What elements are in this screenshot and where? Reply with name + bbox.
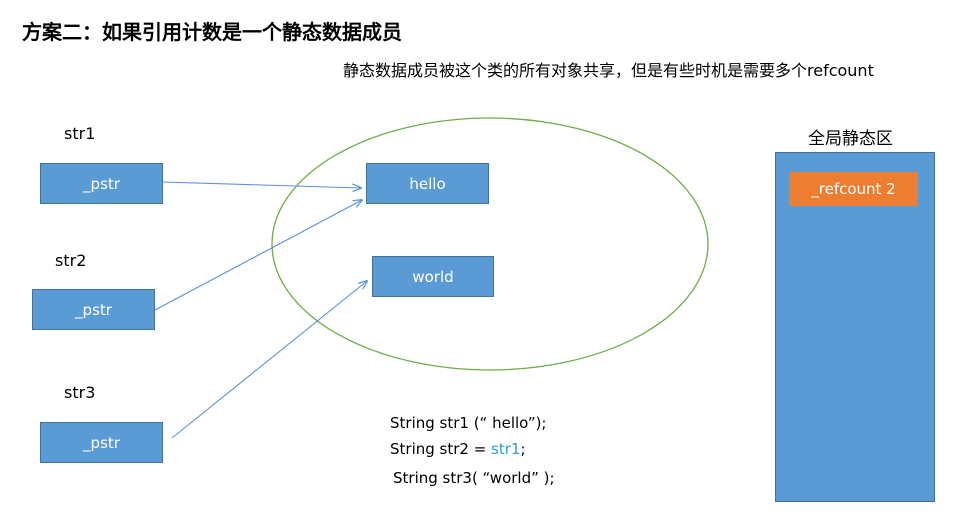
- str2-pstr-box: _pstr: [32, 289, 155, 330]
- hello-string-label: hello: [409, 174, 446, 193]
- static-region: [775, 152, 935, 502]
- world-string-box: world: [372, 256, 494, 297]
- hello-string-box: hello: [366, 163, 489, 204]
- arrow-str2-hello: [154, 200, 362, 311]
- description-text: 静态数据成员被这个类的所有对象共享，但是有些时机是需要多个refcount: [343, 61, 874, 80]
- static-region-title: 全局静态区: [808, 129, 893, 149]
- code-line-2-ref: str1: [491, 440, 521, 458]
- string-pool-ellipse: [271, 117, 709, 371]
- code-line-2-suffix: ;: [520, 440, 526, 458]
- code-line-1: String str1 (“ hello”);: [390, 414, 547, 432]
- str3-pstr-box: _pstr: [40, 422, 163, 463]
- arrow-str3-world: [171, 281, 367, 439]
- arrow-str1-hello: [162, 181, 361, 188]
- str2-label: str2: [55, 251, 87, 270]
- str3-pstr-label: _pstr: [83, 433, 120, 452]
- page-title: 方案二：如果引用计数是一个静态数据成员: [22, 20, 402, 44]
- code-line-3: String str3( “world” );: [393, 469, 555, 487]
- code-line-2-prefix: String str2 =: [390, 440, 492, 458]
- str1-pstr-label: _pstr: [83, 174, 120, 193]
- str1-pstr-box: _pstr: [40, 163, 163, 204]
- refcount-label: _refcount 2: [811, 180, 896, 198]
- code-line-2: String str2 = str1;: [390, 440, 526, 458]
- str3-label: str3: [64, 383, 96, 402]
- str1-label: str1: [64, 124, 96, 143]
- world-string-label: world: [412, 267, 454, 286]
- refcount-box: _refcount 2: [789, 172, 918, 206]
- str2-pstr-label: _pstr: [75, 300, 112, 319]
